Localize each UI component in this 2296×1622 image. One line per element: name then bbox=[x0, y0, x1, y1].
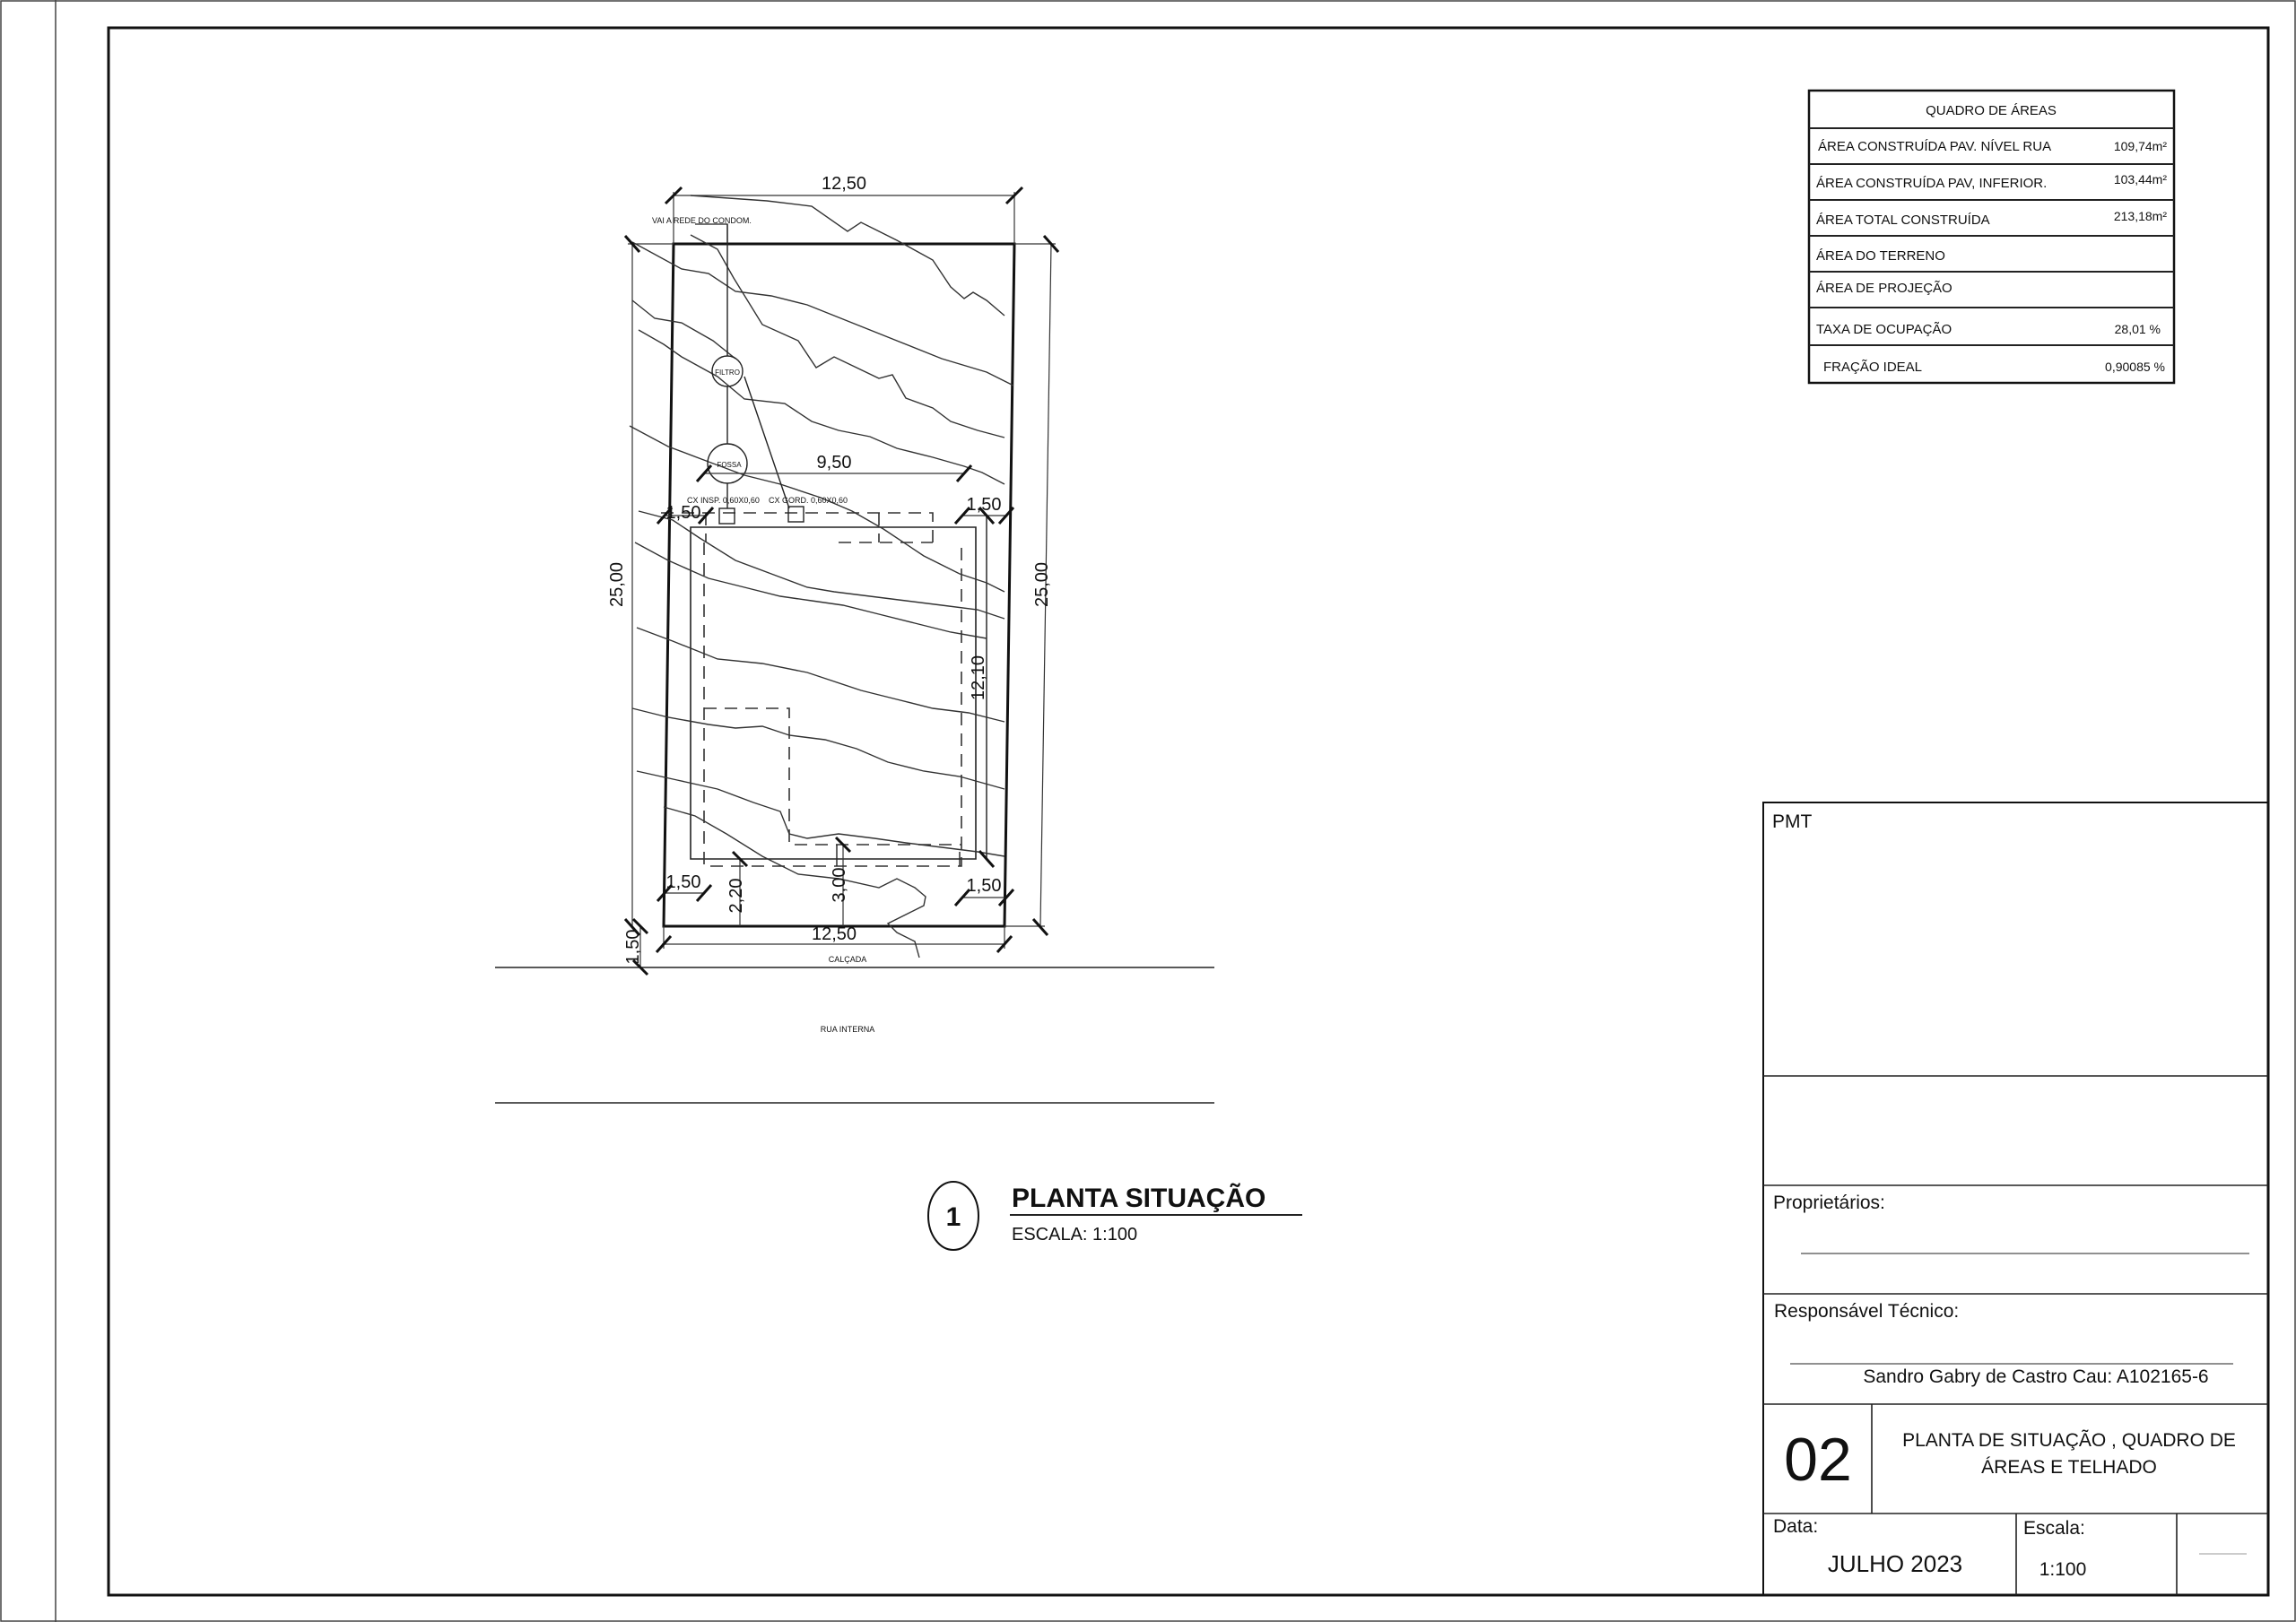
scale-label: Escala: bbox=[2023, 1518, 2085, 1539]
contour-line bbox=[636, 770, 1005, 857]
pmt-label: PMT bbox=[1772, 811, 1813, 832]
dim-setback-bottom-right: 1,50 bbox=[967, 876, 1002, 896]
drawing-number-bubble bbox=[927, 1181, 979, 1251]
grease-box bbox=[787, 506, 804, 523]
tech-name: Sandro Gabry de Castro Cau: A102165-6 bbox=[1863, 1366, 2208, 1387]
dim-front-a: 2,20 bbox=[726, 879, 746, 914]
contour-line bbox=[690, 195, 1005, 317]
dim-top-width: 12,50 bbox=[822, 174, 866, 194]
house-outline bbox=[690, 526, 977, 860]
area-row-value: 28,01 % bbox=[2115, 322, 2161, 336]
inspection-box-label: CX INSP. 0,60X0,60 bbox=[687, 496, 760, 505]
network-label: VAI A REDE DO CONDOM. bbox=[652, 216, 752, 225]
scale-value: 1:100 bbox=[2039, 1559, 2087, 1580]
contour-line bbox=[631, 707, 1005, 790]
date-label: Data: bbox=[1773, 1516, 1818, 1537]
area-row-label: ÁREA CONSTRUÍDA PAV. NÍVEL RUA bbox=[1818, 139, 2051, 154]
drawing-number: 1 bbox=[946, 1202, 961, 1232]
dim-left-depth: 25,00 bbox=[607, 562, 627, 607]
projection-house bbox=[703, 542, 962, 867]
site-plan: CALÇADA RUA INTERNA FILTRO FOSSA bbox=[495, 174, 1214, 1104]
dim-line-right bbox=[1039, 243, 1052, 927]
drawing-title-text: PLANTA SITUAÇÃO bbox=[1012, 1183, 1265, 1213]
projection-top bbox=[661, 512, 934, 542]
contour-line bbox=[638, 510, 1005, 620]
area-row-label: TAXA DE OCUPAÇÃO bbox=[1816, 322, 1952, 337]
sheet-number: 02 bbox=[1784, 1426, 1852, 1494]
dim-house-width: 9,50 bbox=[817, 453, 852, 473]
drawing-scale-text: ESCALA: 1:100 bbox=[1012, 1225, 1137, 1245]
area-table: QUADRO DE ÁREAS ÁREA CONSTRUÍDA PAV. NÍV… bbox=[1807, 89, 2176, 385]
date-value: JULHO 2023 bbox=[1828, 1550, 1962, 1577]
rua-label: RUA INTERNA bbox=[821, 1025, 875, 1034]
area-table-title: QUADRO DE ÁREAS bbox=[1926, 103, 2057, 118]
area-row-label: FRAÇÃO IDEAL bbox=[1823, 360, 1922, 375]
calcada-label: CALÇADA bbox=[829, 955, 867, 964]
area-row-value: 109,74m² bbox=[2114, 139, 2167, 153]
dim-bottom-width: 12,50 bbox=[812, 924, 857, 944]
contour-line bbox=[638, 329, 1005, 485]
contour-line bbox=[631, 241, 1014, 386]
contour-line bbox=[663, 806, 926, 958]
contour-line bbox=[690, 234, 1005, 438]
dim-sidewalk: 1,50 bbox=[623, 930, 643, 965]
area-row-label: ÁREA TOTAL CONSTRUÍDA bbox=[1816, 213, 1990, 228]
tech-label: Responsável Técnico: bbox=[1774, 1301, 1959, 1322]
dim-house-depth: 12,10 bbox=[969, 655, 988, 700]
dim-front-b: 3,00 bbox=[830, 868, 849, 903]
title-block: PMT Proprietários: Responsável Técnico: … bbox=[1762, 802, 2269, 1596]
contour-line bbox=[629, 425, 1005, 593]
contour-line bbox=[634, 542, 987, 639]
drawing-title: 1 PLANTA SITUAÇÃO ESCALA: 1:100 bbox=[927, 1181, 1302, 1251]
sheet-title-line-2: ÁREAS E TELHADO bbox=[1981, 1457, 2157, 1478]
dim-setback-top-right: 1,50 bbox=[967, 495, 1002, 515]
area-row-value: 213,18m² bbox=[2114, 209, 2167, 223]
area-row-label: ÁREA CONSTRUÍDA PAV, INFERIOR. bbox=[1816, 176, 2047, 191]
grease-box-label: CX GORD. 0,60X0,60 bbox=[769, 496, 848, 505]
dim-setback-top-left: 1,50 bbox=[666, 503, 701, 523]
area-row-label: ÁREA DO TERRENO bbox=[1816, 248, 1945, 264]
area-row-label: ÁREA DE PROJEÇÃO bbox=[1816, 281, 1952, 296]
area-row-value: 0,90085 % bbox=[2105, 360, 2165, 374]
contour-line bbox=[636, 627, 1005, 723]
projection-inner bbox=[704, 707, 961, 846]
filter-label: FILTRO bbox=[715, 369, 740, 377]
inspection-box bbox=[718, 507, 735, 525]
dim-setback-bottom-left: 1,50 bbox=[666, 872, 701, 892]
contour-line bbox=[631, 299, 736, 360]
sheet-title-line-1: PLANTA DE SITUAÇÃO , QUADRO DE bbox=[1902, 1429, 2236, 1451]
septic-tank-label: FOSSA bbox=[717, 461, 742, 469]
dim-right-depth: 25,00 bbox=[1032, 562, 1052, 607]
owners-label: Proprietários: bbox=[1773, 1193, 1885, 1213]
area-row-value: 103,44m² bbox=[2114, 172, 2167, 186]
